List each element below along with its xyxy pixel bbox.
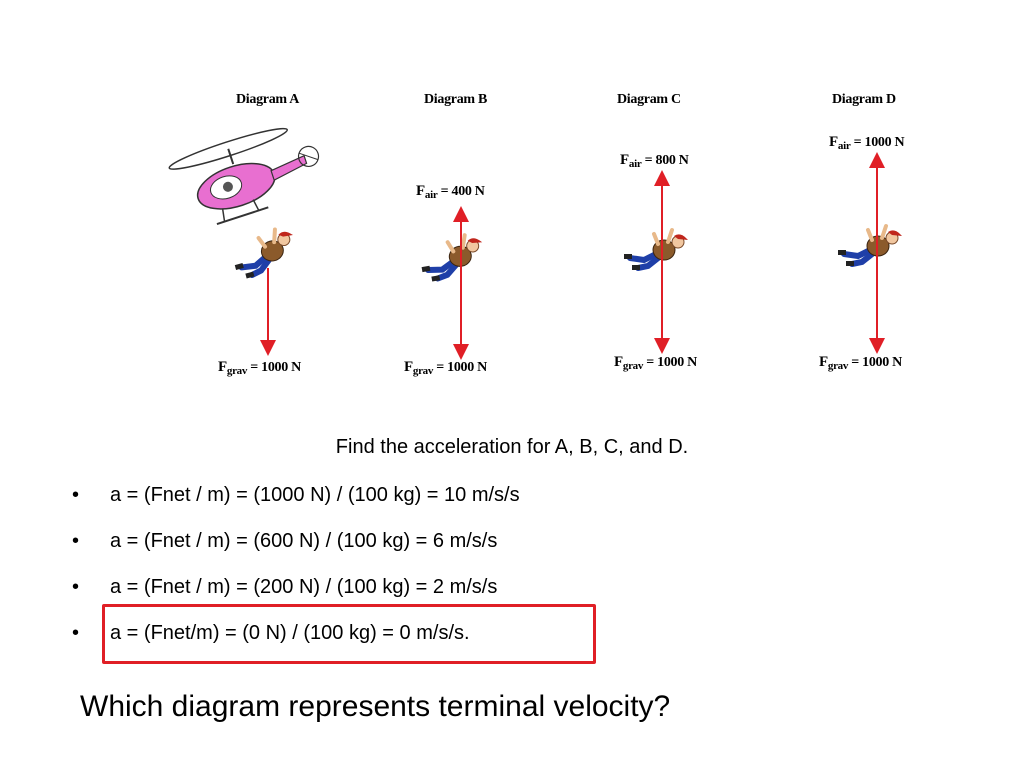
bullet-dot: • xyxy=(72,622,80,644)
highlight-box xyxy=(102,604,596,664)
bullet-dot: • xyxy=(72,576,80,598)
bullet-dot: • xyxy=(72,530,80,552)
skydiver-icon xyxy=(838,226,902,266)
bullet-dot: • xyxy=(72,484,80,506)
helicopter-icon xyxy=(168,127,320,225)
diagram-d-title: Diagram D xyxy=(832,92,896,107)
diagram-d-air-label: Fair = 1000 N xyxy=(829,134,905,152)
bullet-item-d: •a = (Fnet/m) = (0 N) / (100 kg) = 0 m/s… xyxy=(72,622,470,644)
skydiver-icon xyxy=(624,230,688,270)
diagram-c-grav-label: Fgrav = 1000 N xyxy=(614,354,697,372)
diagram-b-grav-label: Fgrav = 1000 N xyxy=(404,359,487,377)
diagram-a-grav-label: Fgrav = 1000 N xyxy=(218,359,301,377)
bullet-item-c: •a = (Fnet / m) = (200 N) / (100 kg) = 2… xyxy=(72,576,498,598)
prompt-text: Find the acceleration for A, B, C, and D… xyxy=(335,436,689,458)
skydiver-icon xyxy=(417,232,487,283)
diagram-a-title: Diagram A xyxy=(236,92,300,107)
diagram-c-air-label: Fair = 800 N xyxy=(620,152,689,170)
bullet-item-a: •a = (Fnet / m) = (1000 N) / (100 kg) = … xyxy=(72,484,520,506)
diagram-b-title: Diagram B xyxy=(424,92,488,107)
diagram-b-air-label: Fair = 400 N xyxy=(416,183,485,201)
diagram-c-title: Diagram C xyxy=(617,92,681,107)
skydiver-icon xyxy=(229,225,301,280)
bullet-item-b: •a = (Fnet / m) = (600 N) / (100 kg) = 6… xyxy=(72,530,498,552)
question-text: Which diagram represents terminal veloci… xyxy=(80,690,671,723)
diagram-d-grav-label: Fgrav = 1000 N xyxy=(819,354,902,372)
